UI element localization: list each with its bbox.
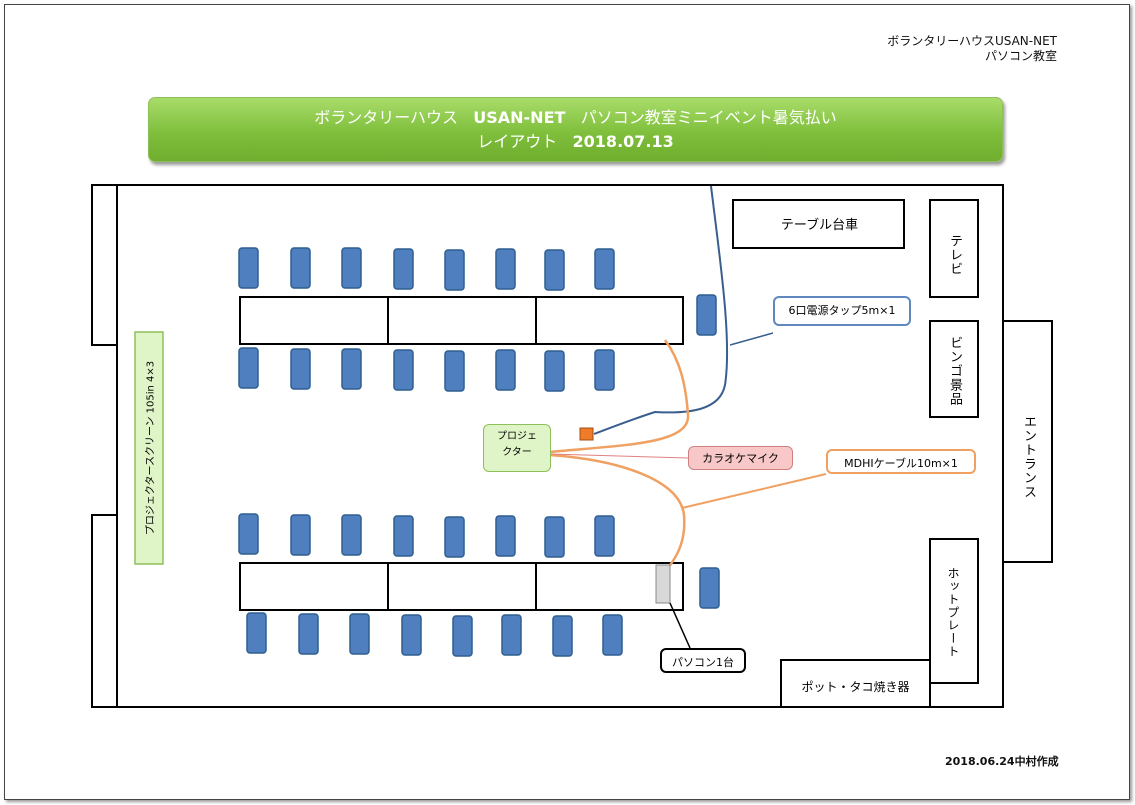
pc-icon bbox=[655, 564, 671, 604]
power-cable bbox=[593, 185, 729, 435]
screen-box bbox=[134, 331, 164, 565]
cable-upper bbox=[549, 339, 690, 454]
author-footer: 2018.06.24中村作成 bbox=[945, 755, 1059, 768]
upper-tables bbox=[239, 296, 684, 345]
power-callout-pointer bbox=[729, 332, 774, 346]
cable-lower bbox=[549, 453, 686, 569]
pot-box bbox=[780, 659, 931, 708]
banner-title-part3: パソコン教室ミニイベント暑気払い bbox=[580, 108, 837, 127]
pc-callout: パソコン1台 bbox=[660, 648, 746, 673]
hotplate-box bbox=[929, 538, 979, 684]
entrance-label: エントランス bbox=[1021, 415, 1036, 499]
projector-label-line1: プロジェ bbox=[497, 431, 537, 442]
banner-title: ボランタリーハウス USAN-NET パソコン教室ミニイベント暑気払い bbox=[149, 106, 1002, 130]
banner-subtitle: レイアウト 2018.07.13 bbox=[149, 130, 1002, 154]
org-line2: パソコン教室 bbox=[984, 49, 1057, 63]
tv-box bbox=[929, 199, 979, 298]
screen-label: プロジェクタースクリーン 105in 4×3 bbox=[145, 360, 157, 536]
power-tap-icon bbox=[579, 427, 594, 441]
tv-label: テレビ bbox=[947, 234, 962, 276]
banner-title-part1: ボランタリーハウス bbox=[314, 108, 458, 127]
entrance-box bbox=[1002, 320, 1053, 563]
hotplate-label: ホットプレート bbox=[946, 566, 960, 658]
banner-subtitle-part1: レイアウト bbox=[477, 132, 558, 151]
projector-box: プロジェ クター bbox=[483, 424, 551, 472]
org-line1: ボランタリーハウスUSAN-NET bbox=[887, 34, 1057, 48]
projector-label-line2: クター bbox=[502, 447, 532, 458]
title-banner: ボランタリーハウス USAN-NET パソコン教室ミニイベント暑気払い レイアウ… bbox=[148, 97, 1003, 162]
bingo-label: ビンゴ景品 bbox=[947, 335, 962, 406]
hdmi-callout-pointer bbox=[681, 473, 827, 509]
banner-subtitle-part2: 2018.07.13 bbox=[572, 132, 674, 151]
bingo-box bbox=[929, 320, 979, 418]
pc-callout-pointer bbox=[669, 602, 691, 649]
table-cart-label: テーブル台車 bbox=[780, 218, 859, 233]
hdmi-cable-callout: MDHIケーブル10m×1 bbox=[826, 449, 976, 474]
karaoke-mic-callout: カラオケマイク bbox=[688, 446, 793, 470]
upper-table-row bbox=[239, 296, 684, 345]
organization-label: ボランタリーハウスUSAN-NET パソコン教室 bbox=[887, 34, 1057, 64]
lower-tables bbox=[239, 562, 684, 611]
pot-label: ポット・タコ焼き器 bbox=[801, 680, 910, 694]
chairs bbox=[238, 247, 720, 657]
screen-label-wrap: プロジェクタースクリーン 105in 4×3 bbox=[135, 332, 163, 564]
left-wall-upper bbox=[91, 184, 117, 346]
lower-table-row bbox=[239, 562, 684, 611]
power-tap-callout: 6口電源タップ5m×1 bbox=[773, 296, 911, 326]
banner-title-part2: USAN-NET bbox=[473, 108, 566, 127]
left-wall-lower bbox=[91, 514, 117, 708]
karaoke-pointer bbox=[549, 453, 689, 459]
table-cart-box bbox=[732, 199, 905, 249]
